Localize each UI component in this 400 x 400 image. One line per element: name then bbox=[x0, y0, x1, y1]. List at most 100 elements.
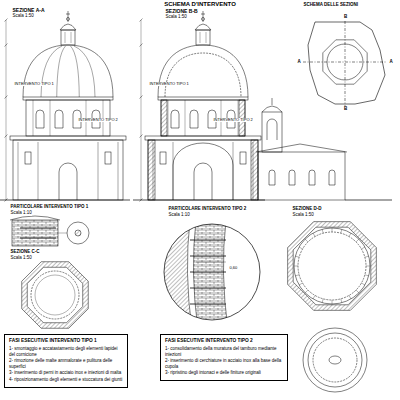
drum-window bbox=[190, 110, 198, 128]
sheet-title: SCHEMA D'INTERVENTO bbox=[164, 1, 236, 7]
lantern-opening bbox=[206, 32, 207, 43]
interior-arch bbox=[173, 143, 233, 200]
view-title: SEZIONE A-A bbox=[12, 8, 45, 13]
anchor-tick bbox=[294, 266, 298, 267]
cross bbox=[66, 14, 70, 15]
scale-note: Scala 1:50 bbox=[10, 256, 32, 261]
section-d-d bbox=[288, 222, 377, 311]
window bbox=[160, 152, 166, 164]
dimension-tick bbox=[5, 135, 8, 138]
dimension-line bbox=[196, 262, 226, 263]
annex-window bbox=[329, 170, 335, 185]
drum-pilaster bbox=[168, 100, 169, 136]
lantern-cap bbox=[60, 24, 76, 30]
section-mark: A bbox=[297, 60, 301, 65]
masonry-band bbox=[193, 220, 228, 330]
window bbox=[25, 152, 31, 164]
scale-note: Scala 1:50 bbox=[165, 15, 187, 20]
anchor-tick bbox=[322, 299, 323, 303]
bell-tower-spire bbox=[272, 98, 273, 105]
lantern bbox=[61, 30, 75, 45]
detail-title: PARTICOLARE INTERVENTO TIPO 1 bbox=[10, 205, 89, 210]
door bbox=[194, 163, 212, 200]
anchor-tick bbox=[313, 233, 315, 236]
pilaster bbox=[173, 142, 174, 200]
detail-callout-circle bbox=[67, 222, 89, 244]
annex-body bbox=[258, 152, 345, 200]
anchor-tick bbox=[299, 247, 302, 249]
window bbox=[240, 152, 246, 164]
drum-pilaster bbox=[50, 100, 51, 136]
finial-ball bbox=[202, 18, 205, 21]
view-title: SEZIONE C-C bbox=[10, 250, 40, 255]
ground-line bbox=[133, 200, 265, 201]
base-block bbox=[13, 140, 123, 200]
view-title: SEZIONE B-B bbox=[165, 9, 198, 14]
anchor-tick bbox=[341, 229, 342, 233]
cornice bbox=[10, 136, 126, 140]
pilaster bbox=[253, 142, 254, 200]
step-text: 2- rimozione delle malte ammalorate e pu… bbox=[9, 358, 123, 369]
inner-dome bbox=[165, 53, 241, 97]
annex-roof bbox=[256, 144, 347, 152]
dimension-value: 0,60 bbox=[229, 266, 238, 270]
anchor-tick bbox=[365, 256, 369, 257]
wall-hatch bbox=[251, 140, 258, 200]
intervention-tag: INTERVENTO TIPO 1 bbox=[149, 82, 189, 86]
anchor-tick bbox=[349, 233, 351, 236]
section-mark: B bbox=[344, 15, 348, 20]
steel-pin bbox=[190, 304, 226, 305]
base-block bbox=[148, 140, 258, 200]
bell-tower bbox=[262, 112, 282, 152]
masonry bbox=[12, 220, 58, 246]
pilaster bbox=[18, 142, 19, 200]
dimension-tick bbox=[140, 135, 143, 138]
anchor-tick bbox=[366, 266, 370, 267]
finial-ball bbox=[67, 18, 70, 21]
lantern-opening bbox=[200, 32, 201, 43]
anchor-tick bbox=[322, 229, 323, 233]
outer-ring bbox=[303, 328, 367, 392]
pilaster bbox=[118, 142, 119, 200]
wall-hatch bbox=[161, 100, 167, 136]
dome bbox=[23, 45, 113, 97]
anchor-tick bbox=[361, 283, 364, 285]
annex-window bbox=[289, 170, 295, 185]
belfry-opening bbox=[267, 119, 277, 140]
dome-rib bbox=[57, 46, 66, 97]
drum-window bbox=[36, 110, 44, 128]
dimension-tick bbox=[140, 96, 143, 99]
drum-cornice bbox=[23, 97, 113, 100]
drum-wall bbox=[288, 222, 377, 311]
dome-ring bbox=[31, 271, 79, 319]
bell-tower-cap bbox=[262, 106, 282, 112]
inner-ring bbox=[35, 275, 75, 315]
pin-section bbox=[75, 230, 81, 236]
steel-pin bbox=[190, 240, 226, 241]
section-mark: A bbox=[389, 60, 393, 65]
ground-line bbox=[0, 200, 130, 201]
dome bbox=[158, 45, 248, 97]
section-key-plan bbox=[303, 21, 387, 106]
pilaster bbox=[233, 142, 234, 200]
lantern bbox=[196, 30, 210, 45]
anchor-tick bbox=[349, 295, 351, 298]
pilaster bbox=[153, 142, 154, 200]
ground-line bbox=[345, 200, 392, 201]
steel-pin bbox=[190, 256, 226, 257]
step-text: 1- consolidamento della muratura del tam… bbox=[165, 346, 283, 357]
wall-hatch bbox=[148, 140, 155, 200]
annex-window bbox=[309, 170, 315, 185]
detail-circle bbox=[164, 224, 260, 320]
drum-pilaster bbox=[33, 100, 34, 136]
step-text: 1- smontaggio e accatastamento degli ele… bbox=[9, 346, 123, 357]
anchor-tick bbox=[299, 283, 302, 285]
cross bbox=[201, 14, 205, 15]
dome-rib bbox=[74, 46, 95, 97]
notes-box: FASI ESECUTIVE INTERVENTO TIPO 2 1- conso… bbox=[160, 334, 288, 381]
cornice-profile bbox=[10, 216, 60, 220]
dimension-line bbox=[6, 20, 7, 200]
cornice bbox=[145, 136, 261, 140]
box-heading: FASI ESECUTIVE INTERVENTO TIPO 2 bbox=[165, 338, 283, 344]
